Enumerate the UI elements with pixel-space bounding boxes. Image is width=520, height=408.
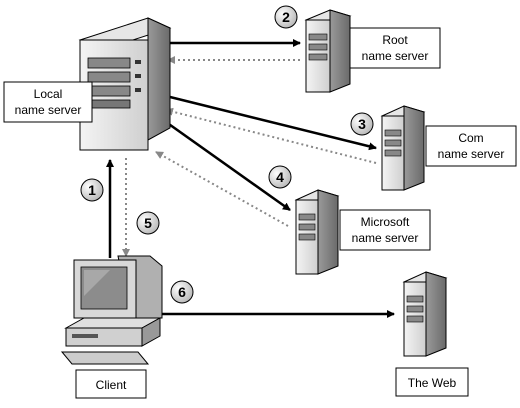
step-2-badge: 2	[274, 5, 298, 29]
web-server-icon	[402, 271, 448, 357]
com-label-box	[425, 125, 517, 167]
svg-text:3: 3	[358, 116, 366, 132]
root-label-box	[349, 27, 441, 69]
svg-text:6: 6	[178, 284, 186, 300]
local-label-line1: Local	[34, 87, 63, 101]
local-server-icon	[78, 17, 172, 151]
client-label-box	[75, 369, 147, 399]
microsoft-label-line1: Microsoft	[361, 215, 410, 229]
com-server-icon	[380, 105, 426, 191]
svg-text:5: 5	[144, 215, 152, 231]
com-label-line1: Com	[458, 131, 483, 145]
local-label-line2: name server	[15, 103, 82, 117]
microsoft-server-icon	[294, 189, 340, 275]
step-5-badge: 5	[136, 211, 160, 235]
svg-text:1: 1	[88, 182, 96, 198]
arrow-local-to-microsoft	[165, 120, 291, 212]
arrow-com-to-local	[165, 107, 377, 164]
root-label-line1: Root	[382, 33, 408, 47]
client-label: Client	[96, 378, 127, 392]
step-6-badge: 6	[170, 280, 194, 304]
root-label-line2: name server	[362, 49, 429, 63]
microsoft-label-line2: name server	[352, 231, 419, 245]
com-label-line2: name server	[438, 147, 505, 161]
web-label-box	[395, 367, 469, 397]
svg-text:2: 2	[282, 9, 290, 25]
svg-text:4: 4	[276, 169, 284, 185]
step-3-badge: 3	[350, 112, 374, 136]
step-4-badge: 4	[268, 165, 292, 189]
web-label: The Web	[408, 376, 457, 390]
local-label-box	[3, 81, 93, 123]
arrow-microsoft-to-local	[155, 151, 289, 227]
client-computer-icon	[60, 255, 163, 365]
root-server-icon	[304, 9, 352, 93]
arrow-local-to-com	[165, 94, 377, 151]
step-1-badge: 1	[80, 178, 104, 202]
microsoft-label-box	[339, 209, 431, 251]
